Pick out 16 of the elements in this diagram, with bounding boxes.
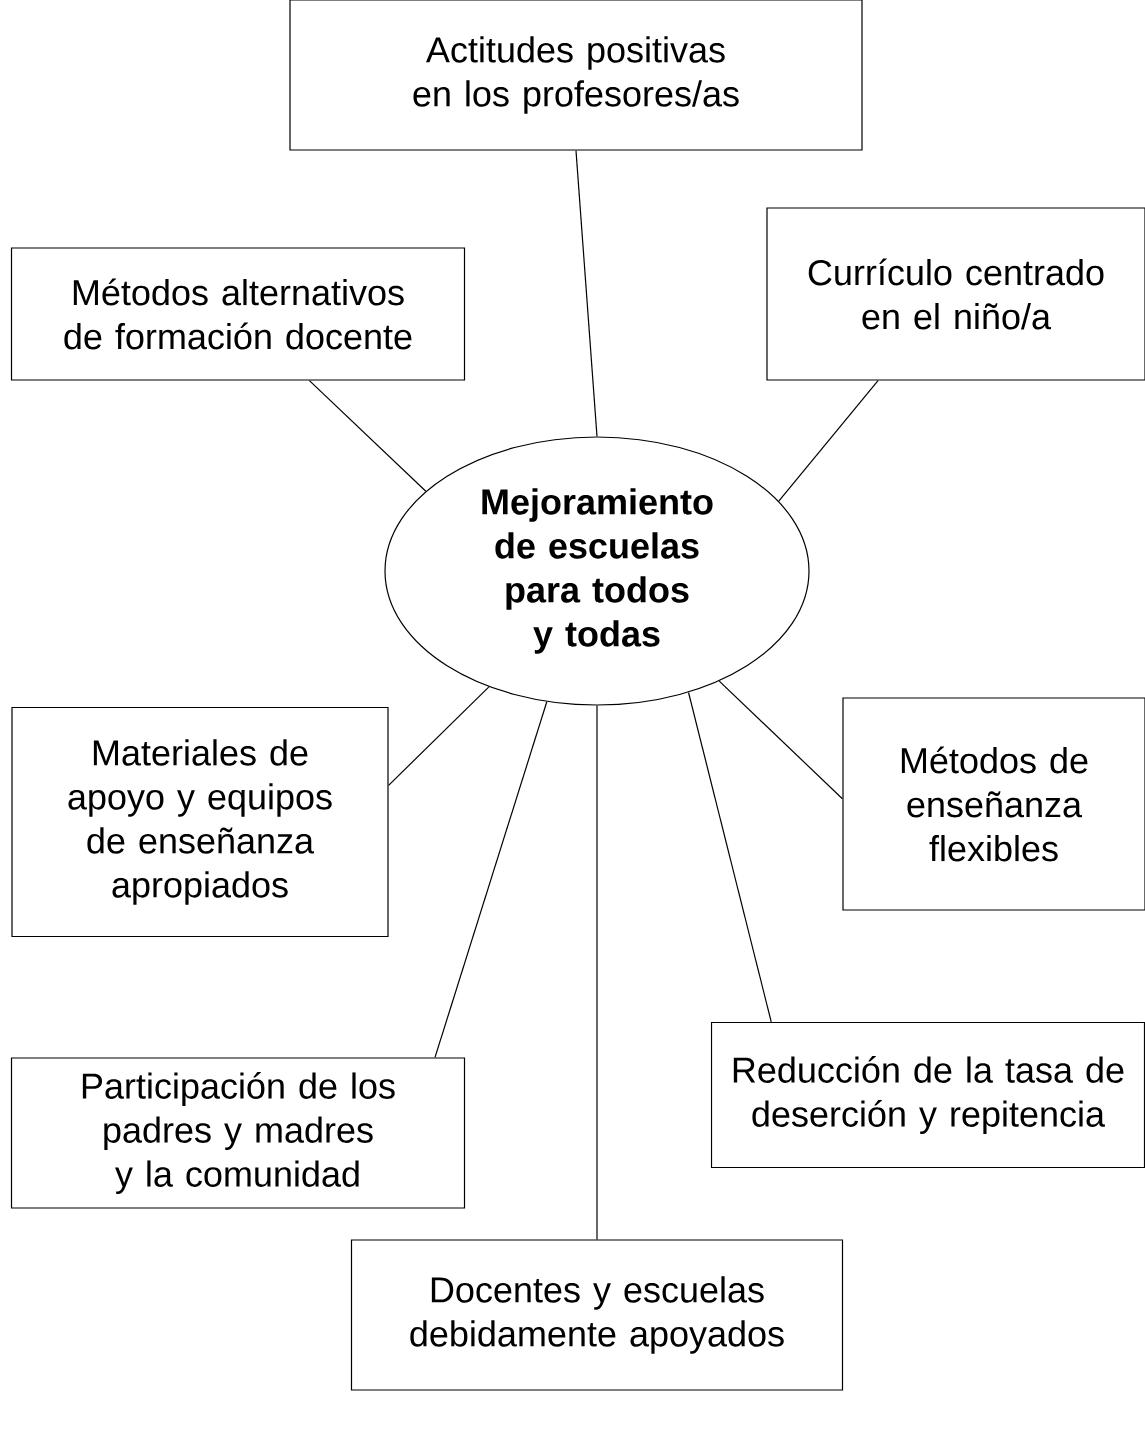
text-box: Actitudes positivas en los profesores/as bbox=[289, 0, 863, 151]
text-box: Métodos de enseñanza flexibles bbox=[842, 697, 1145, 911]
connector-line bbox=[718, 680, 843, 800]
text-box: Materiales de apoyo y equipos de enseñanza apropiados bbox=[11, 706, 389, 938]
text-box: Docentes y escuelas debidamente apoyados bbox=[350, 1239, 844, 1391]
connector-line bbox=[434, 701, 548, 1058]
connector-line bbox=[388, 686, 490, 786]
text-box: Participación de los padres y madres y la comunidad bbox=[10, 1057, 466, 1209]
connector-line bbox=[778, 380, 879, 502]
connector-line bbox=[308, 380, 427, 492]
connector-line bbox=[596, 705, 598, 1240]
connector-line bbox=[575, 150, 598, 438]
text-box: Métodos alternativos de formación docente bbox=[10, 247, 466, 381]
text-box: Currículo centrado en el niño/a bbox=[766, 207, 1145, 381]
text-box: Reducción de la tasa de deserción y repitencia bbox=[710, 1021, 1145, 1169]
connector-line bbox=[687, 691, 772, 1023]
